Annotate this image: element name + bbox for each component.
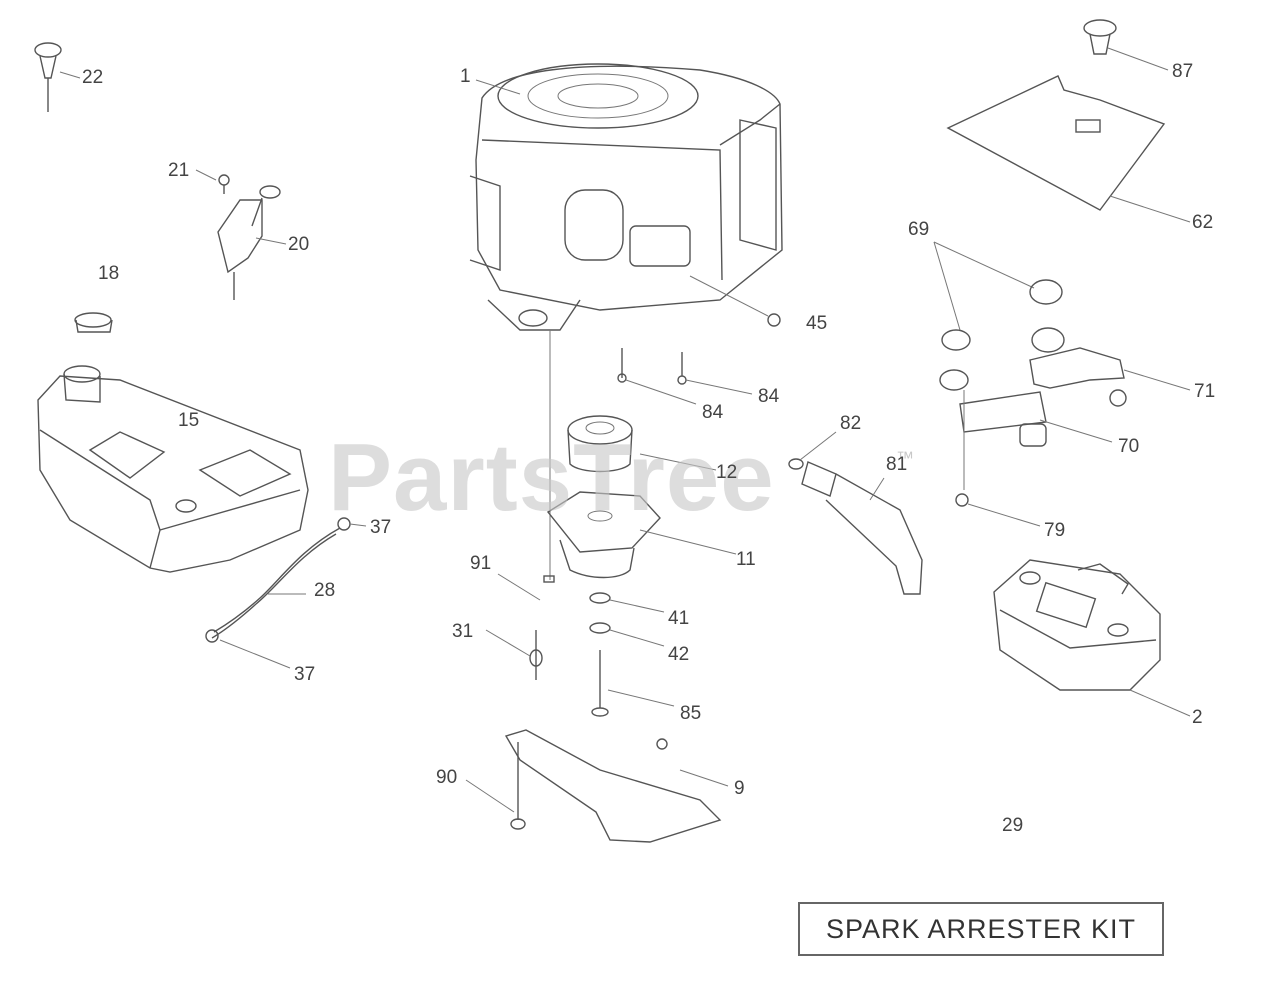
part-37-clamp-lower <box>205 629 219 643</box>
leader-20 <box>255 237 287 245</box>
callout-15: 15 <box>178 410 200 431</box>
part-22-screw <box>34 42 62 112</box>
part-71-muffler-bracket <box>1029 347 1191 407</box>
callout-70: 70 <box>1118 436 1140 457</box>
part-20-bracket <box>217 185 281 300</box>
part-79-bolt <box>955 493 1041 527</box>
callout-42: 42 <box>668 644 690 665</box>
part-91-key <box>497 573 555 601</box>
callout-81: 81 <box>886 454 908 475</box>
callout-31: 31 <box>452 621 474 642</box>
callout-37-upper: 37 <box>370 517 392 538</box>
part-45-nut <box>689 275 781 327</box>
callout-12: 12 <box>716 462 738 483</box>
callout-87: 87 <box>1172 61 1194 82</box>
callout-9: 9 <box>734 778 745 799</box>
callout-91: 91 <box>470 553 492 574</box>
part-15-fuel-tank <box>37 365 309 573</box>
callout-69: 69 <box>908 219 930 240</box>
part-81-exhaust-pipe <box>801 461 923 595</box>
leader-37b <box>219 639 291 669</box>
part-42-washer <box>589 622 665 647</box>
part-21-screw <box>218 174 230 194</box>
part-82-gasket <box>788 431 837 470</box>
part-70-bracket <box>959 390 1113 490</box>
part-85-bolt <box>591 650 675 717</box>
part-28-fuel-line <box>211 527 341 639</box>
callout-79: 79 <box>1044 520 1066 541</box>
part-11-blade-adapter <box>546 491 737 579</box>
spark-arrester-kit-label: SPARK ARRESTER KIT <box>798 902 1164 956</box>
part-31-screw <box>485 629 543 680</box>
watermark-trademark: ™ <box>896 448 914 468</box>
watermark: PartsTree <box>328 424 775 531</box>
callout-29: 29 <box>1002 815 1024 836</box>
callout-11: 11 <box>736 549 756 570</box>
leader-37a <box>349 523 367 527</box>
callout-2: 2 <box>1192 707 1203 728</box>
part-90-bolt <box>465 742 526 830</box>
part-41-washer <box>589 592 665 613</box>
callout-28: 28 <box>314 580 336 601</box>
leader-1 <box>475 79 521 95</box>
callout-20: 20 <box>288 234 310 255</box>
part-69-nuts <box>933 241 1065 391</box>
part-2-muffler <box>993 559 1191 717</box>
part-62-heat-shield <box>946 75 1191 223</box>
callout-84-lower: 84 <box>702 402 724 423</box>
leader-21 <box>195 169 217 181</box>
callout-90: 90 <box>436 767 458 788</box>
callout-82: 82 <box>840 413 862 434</box>
part-18-fuel-cap <box>74 312 113 333</box>
callout-21: 21 <box>168 160 190 181</box>
callout-41: 41 <box>668 608 690 629</box>
part-9-bracket <box>504 729 729 843</box>
callout-85: 85 <box>680 703 702 724</box>
part-84-screws <box>617 348 753 405</box>
part-1-engine <box>469 63 783 331</box>
callout-71: 71 <box>1194 381 1216 402</box>
callout-45: 45 <box>806 313 828 334</box>
callout-22: 22 <box>82 67 104 88</box>
callout-37-lower: 37 <box>294 664 316 685</box>
callout-84-upper: 84 <box>758 386 780 407</box>
callout-18: 18 <box>98 263 120 284</box>
callout-1: 1 <box>460 66 471 87</box>
part-12-pulley <box>567 415 717 473</box>
leader-22 <box>59 71 81 79</box>
part-87-screw <box>1083 19 1169 71</box>
callout-62: 62 <box>1192 212 1214 233</box>
